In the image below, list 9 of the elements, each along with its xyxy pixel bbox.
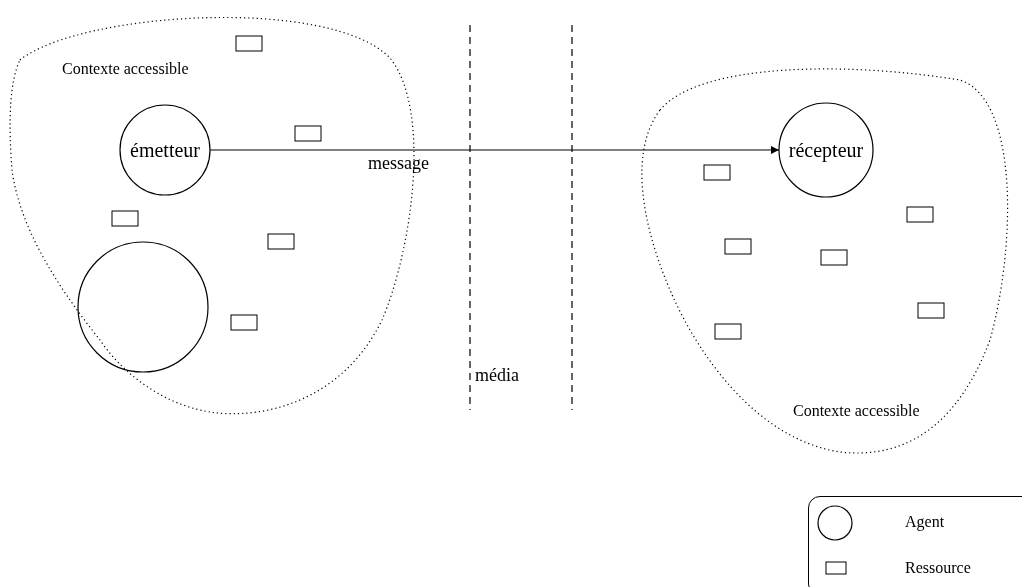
edge-label: message (368, 153, 429, 174)
agent-label: récepteur (788, 138, 864, 162)
context-label: Contexte accessible (62, 60, 189, 78)
context-label: Contexte accessible (793, 402, 920, 420)
agent-label: émetteur (130, 138, 200, 162)
legend-label: Ressource (905, 559, 971, 577)
arrow (209, 146, 780, 154)
legend-label: Agent (905, 513, 945, 531)
media-label: média (475, 365, 519, 386)
